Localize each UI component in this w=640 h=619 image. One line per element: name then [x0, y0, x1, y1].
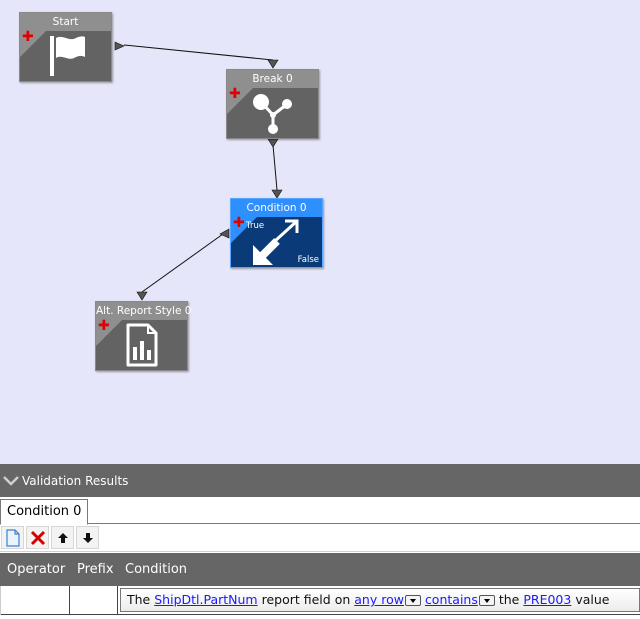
flag-icon [20, 31, 111, 81]
move-down-button[interactable] [76, 526, 99, 549]
tab-strip: Condition 0 [0, 497, 640, 525]
operator-cell[interactable] [0, 586, 70, 615]
add-icon[interactable]: ✚ [22, 29, 34, 45]
row-scope-link[interactable]: any row [354, 592, 404, 607]
split-arrows-icon [231, 217, 322, 267]
value-link[interactable]: PRE003 [523, 592, 572, 607]
new-document-icon [5, 528, 20, 547]
table-row[interactable]: The ShipDtl.PartNum report field on any … [0, 586, 640, 615]
column-prefix[interactable]: Prefix [77, 562, 114, 577]
arrow-up-icon [57, 532, 68, 543]
validation-results-header[interactable]: Validation Results [0, 464, 640, 497]
break-output-port[interactable] [267, 138, 279, 148]
false-label: False [297, 255, 319, 265]
branch-icon [227, 88, 318, 138]
column-condition[interactable]: Condition [125, 562, 188, 577]
panel-title: Validation Results [22, 473, 129, 488]
condition-node-title: Condition 0 [231, 199, 322, 217]
delete-button[interactable] [26, 526, 49, 549]
true-label: True [246, 221, 265, 231]
add-icon[interactable]: ✚ [233, 215, 245, 231]
report-input-port[interactable] [136, 291, 148, 301]
condition-sentence: The ShipDtl.PartNum report field on any … [120, 588, 640, 612]
start-node-title: Start [20, 13, 111, 31]
delete-x-icon [30, 530, 45, 545]
validation-results-panel: Validation Results Condition 0 [0, 464, 640, 619]
new-button[interactable] [1, 526, 24, 549]
column-operator[interactable]: Operator [7, 562, 66, 577]
alt-report-style-node[interactable]: Alt. Report Style 0 ✚ [95, 301, 191, 371]
chevron-down-icon[interactable] [2, 472, 20, 490]
report-field-link[interactable]: ShipDtl.PartNum [154, 592, 258, 607]
add-icon[interactable]: ✚ [229, 86, 241, 102]
condition-node[interactable]: Condition 0 ✚ True False [230, 198, 323, 268]
start-output-port[interactable] [114, 41, 125, 51]
condition-input-port[interactable] [271, 189, 283, 199]
condition-cell: The ShipDtl.PartNum report field on any … [118, 586, 640, 615]
prefix-cell[interactable] [70, 586, 118, 615]
arrow-down-icon [82, 532, 93, 543]
toolbar [0, 524, 640, 552]
row-scope-dropdown[interactable] [404, 595, 421, 606]
operator-link[interactable]: contains [424, 592, 478, 607]
operator-dropdown[interactable] [478, 595, 495, 606]
add-icon[interactable]: ✚ [98, 318, 110, 334]
workflow-canvas[interactable]: Start ✚ Break 0 ✚ Conditi [0, 0, 640, 464]
connector-lines [114, 41, 283, 301]
report-node-title: Alt. Report Style 0 [96, 302, 191, 320]
move-up-button[interactable] [51, 526, 74, 549]
start-node[interactable]: Start ✚ [19, 12, 112, 82]
break-node-title: Break 0 [227, 70, 318, 88]
condition-true-port[interactable] [219, 228, 230, 239]
break-node[interactable]: Break 0 ✚ [226, 69, 319, 139]
tab-condition-0[interactable]: Condition 0 [0, 499, 89, 525]
break-input-port[interactable] [267, 59, 279, 69]
report-icon [96, 320, 187, 370]
grid-header: Operator Prefix Condition [0, 553, 640, 586]
